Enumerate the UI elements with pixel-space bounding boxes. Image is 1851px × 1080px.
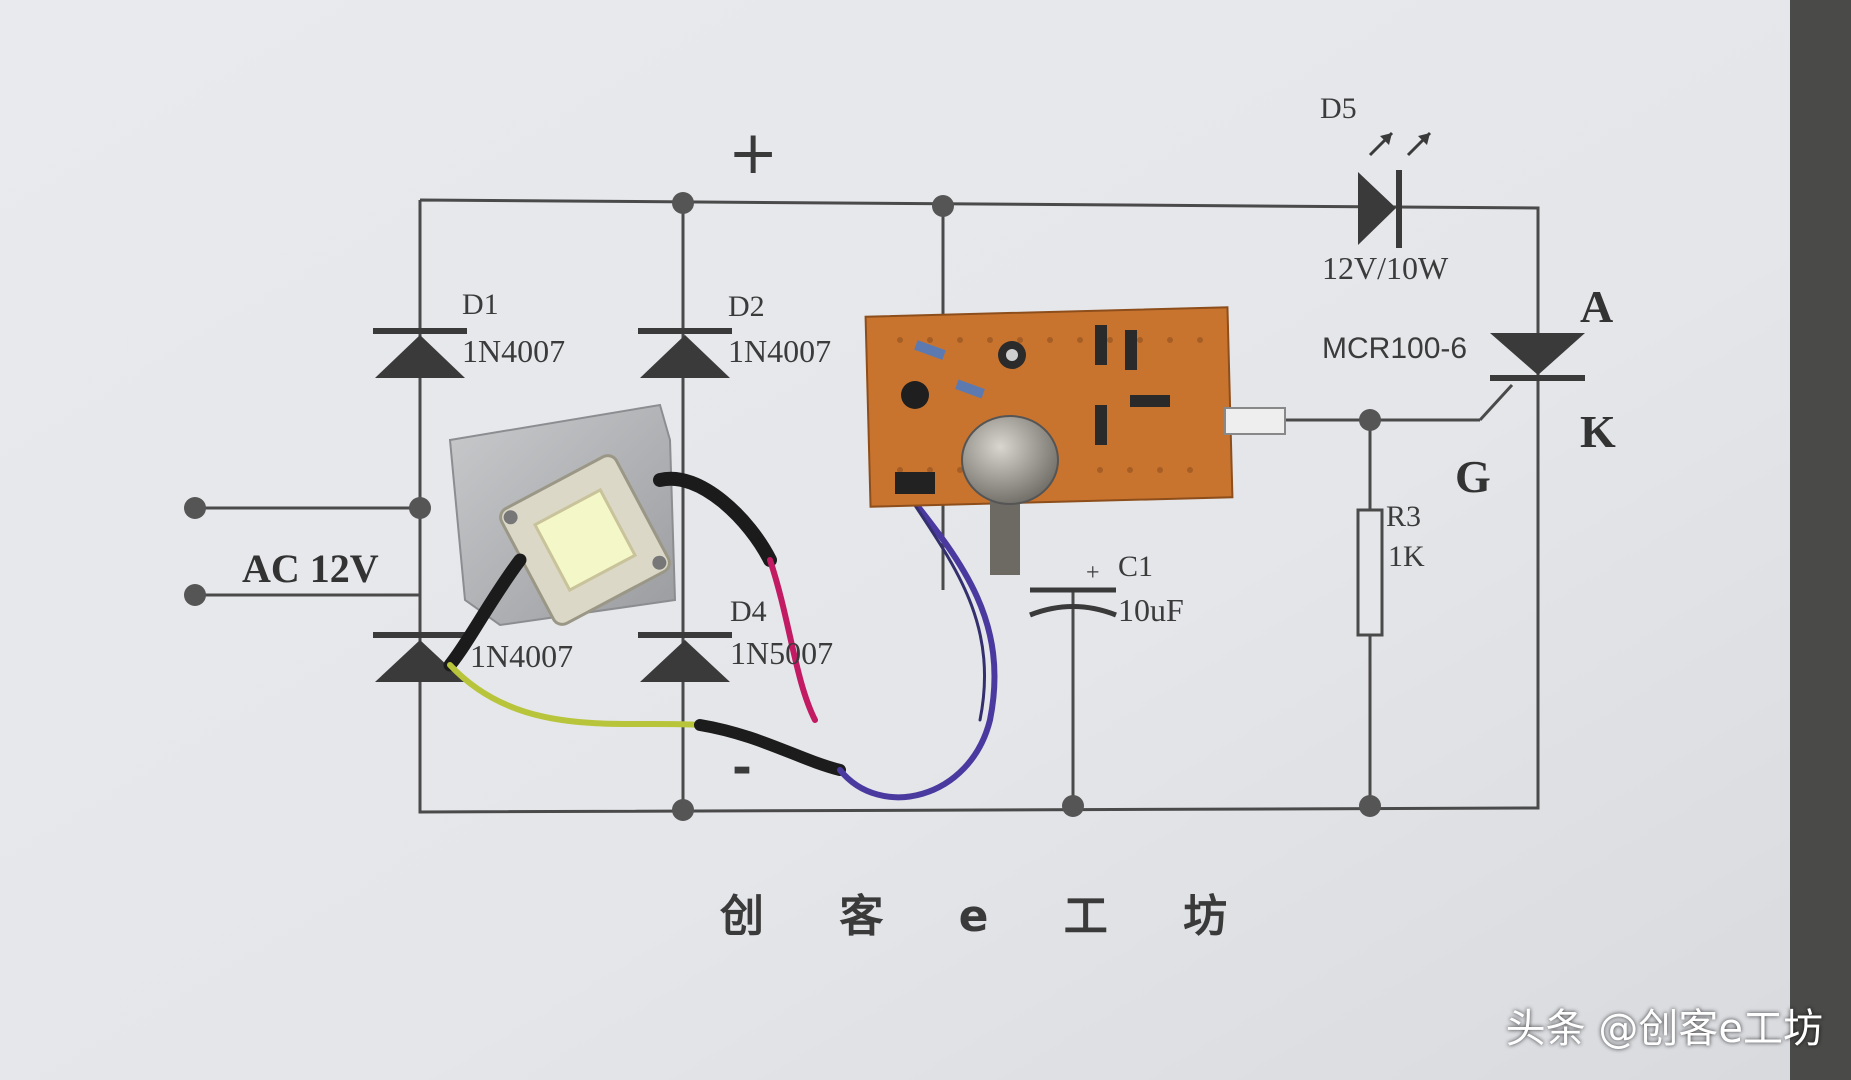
d2-name: D2 — [728, 290, 765, 323]
r3-name: R3 — [1386, 500, 1422, 533]
scr-part: MCR100-6 — [1322, 332, 1468, 365]
minus-sign: - — [732, 740, 752, 796]
d2-part: 1N4007 — [728, 333, 832, 369]
led-module — [499, 454, 671, 626]
d5-rating: 12V/10W — [1322, 250, 1449, 286]
d5-name: D5 — [1320, 92, 1357, 125]
d1-name: D1 — [462, 288, 499, 321]
scr-symbol — [1490, 333, 1585, 381]
pcb-board — [864, 306, 1234, 508]
watermark: 头条 @创客e工坊 — [1505, 1006, 1823, 1052]
capacitor-c1-symbol — [1029, 587, 1117, 618]
diode-d2-symbol — [638, 328, 732, 378]
d3-part: 1N4007 — [470, 638, 574, 674]
diode-d3-symbol — [373, 632, 467, 682]
d1-part: 1N4007 — [462, 333, 566, 369]
module-wires — [443, 471, 998, 801]
plus-sign: + — [728, 118, 779, 188]
scr-lead — [1224, 407, 1286, 435]
diode-d4-symbol — [638, 632, 732, 682]
scr-gate-label: G — [1455, 451, 1491, 502]
paper-sheet — [0, 0, 1790, 1080]
ac-voltage-label: AC 12V — [242, 546, 379, 591]
diode-d1-symbol — [373, 328, 467, 378]
resistor-r3-symbol — [1356, 508, 1384, 637]
potentiometer — [961, 415, 1059, 575]
footer-title: 创 客 e 工 坊 — [720, 891, 1258, 942]
d4-name: D4 — [730, 595, 767, 628]
scr-anode-label: A — [1580, 281, 1614, 332]
c1-polarity: + — [1086, 560, 1100, 586]
d4-part: 1N5007 — [730, 635, 834, 671]
c1-name: C1 — [1118, 550, 1154, 583]
led-d5-symbol — [1358, 131, 1432, 248]
r3-value: 1K — [1388, 540, 1425, 573]
c1-value: 10uF — [1118, 592, 1184, 628]
scr-cathode-label: K — [1580, 406, 1616, 457]
table-edge — [1790, 0, 1851, 1080]
junction-dots — [184, 192, 1381, 821]
